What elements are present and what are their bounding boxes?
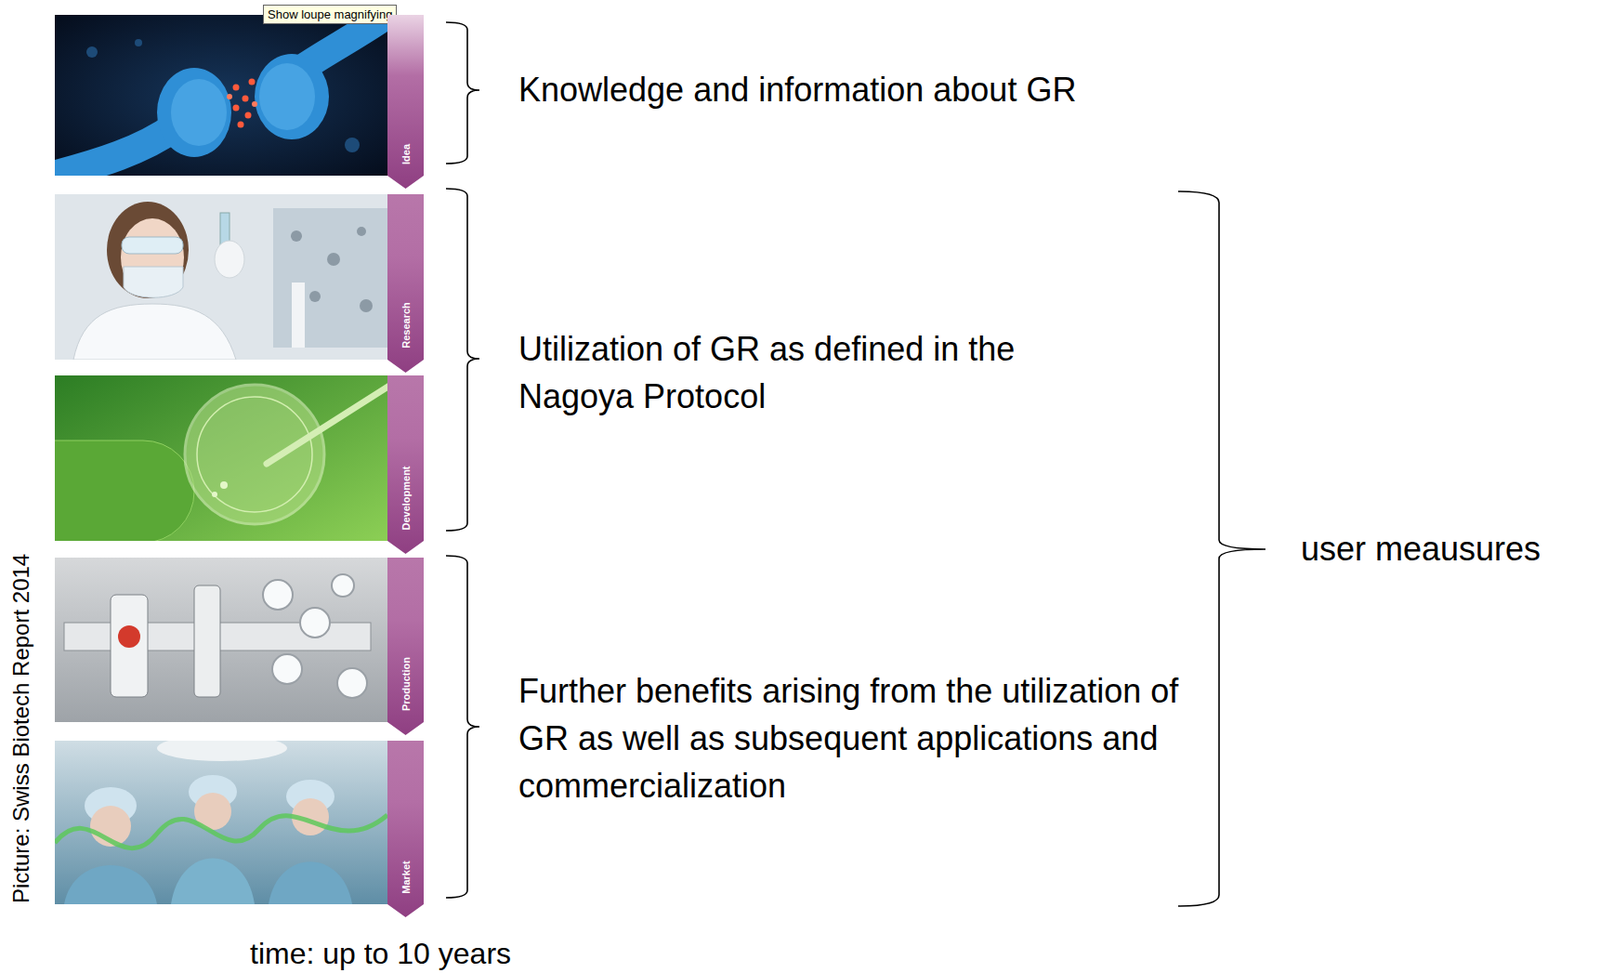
curly-bracket — [445, 555, 480, 898]
particle — [134, 39, 143, 47]
vial — [337, 668, 368, 698]
stage-name: Idea — [399, 144, 412, 165]
neuron-dendrite — [45, 126, 176, 178]
time-note: time: up to 10 years — [249, 936, 512, 971]
band-chevron — [387, 557, 424, 735]
picture-credit: Picture: Swiss Biotech Report 2014 — [8, 553, 35, 904]
bracket-label: Utilization of GR as defined in the Nago… — [518, 325, 1132, 420]
neurotransmitter — [233, 84, 240, 92]
stage-band: Market — [387, 740, 424, 918]
neurotransmitter — [245, 112, 252, 119]
monitor-cell — [327, 252, 341, 266]
particle — [86, 46, 98, 58]
photo-ground — [54, 740, 388, 905]
machine-arm — [110, 594, 148, 697]
surgeon-gown — [64, 865, 158, 905]
pulse-line — [54, 814, 388, 849]
cell-membrane — [196, 396, 313, 512]
photo-ground — [54, 194, 388, 360]
neurotransmitter — [242, 95, 250, 103]
band-chevron — [387, 375, 424, 554]
neurotransmitter — [233, 104, 240, 112]
goggles — [121, 236, 184, 254]
surgeon-gown — [268, 861, 353, 905]
hair — [106, 201, 189, 299]
cell-photo — [0, 375, 394, 543]
photo-ground — [54, 557, 388, 722]
tooltip-box: Show loupe magnifying — [262, 4, 397, 25]
surgery-photo — [54, 734, 388, 905]
vial — [272, 654, 302, 684]
monitor-cell — [356, 226, 367, 237]
neurotransmitter — [237, 121, 245, 129]
neuron-terminal — [157, 67, 232, 158]
neuron-glow — [170, 78, 227, 146]
stage-name: Development — [399, 465, 412, 530]
vial — [331, 574, 355, 597]
stage-band: Development — [387, 375, 424, 554]
injection-pipette — [266, 382, 394, 464]
cell-body — [211, 491, 218, 498]
stage-band: Idea — [387, 14, 424, 189]
curly-bracket — [445, 22, 480, 164]
microscope — [291, 282, 305, 348]
monitor-cell — [359, 299, 373, 313]
machine-arm — [194, 585, 221, 697]
monitor-cell — [290, 230, 302, 242]
monitor-cell — [309, 290, 321, 302]
curly-bracket — [445, 188, 480, 531]
neurotransmitter — [226, 93, 233, 100]
monitor — [273, 208, 388, 348]
cell-body — [220, 481, 228, 489]
particle — [344, 137, 360, 153]
stage-band: Research — [387, 194, 424, 373]
stage-name: Market — [399, 860, 412, 893]
neurotransmitter — [251, 101, 258, 107]
surgical-lamp — [157, 734, 288, 761]
production-photo — [54, 557, 388, 722]
curly-bracket — [1178, 191, 1266, 906]
glove — [214, 240, 245, 278]
machine-seal — [118, 625, 141, 648]
tooltip-text: Show loupe magnifying — [267, 6, 393, 23]
synapse-photo — [45, 10, 394, 178]
lab-coat — [73, 303, 237, 360]
bracket-label: user meausures — [1300, 525, 1595, 573]
lab-photo — [54, 194, 388, 360]
neuron-glow — [259, 63, 315, 131]
stage-name: Research — [399, 301, 412, 349]
band-chevron — [387, 14, 424, 189]
vial — [300, 607, 330, 638]
vial — [262, 579, 293, 610]
neurotransmitter — [249, 78, 256, 86]
bracket-label: Knowledge and information about GR — [518, 66, 1225, 114]
band-chevron — [387, 740, 424, 918]
surgeon-gown — [170, 858, 255, 905]
band-chevron — [387, 194, 424, 373]
bracket-label: Further benefits arising from the utiliz… — [518, 667, 1216, 810]
cell — [184, 384, 325, 525]
holding-pipette — [0, 440, 195, 543]
stage-name: Production — [399, 656, 412, 711]
neuron-terminal — [254, 53, 329, 140]
stage-band: Production — [387, 557, 424, 735]
mask — [123, 266, 184, 298]
